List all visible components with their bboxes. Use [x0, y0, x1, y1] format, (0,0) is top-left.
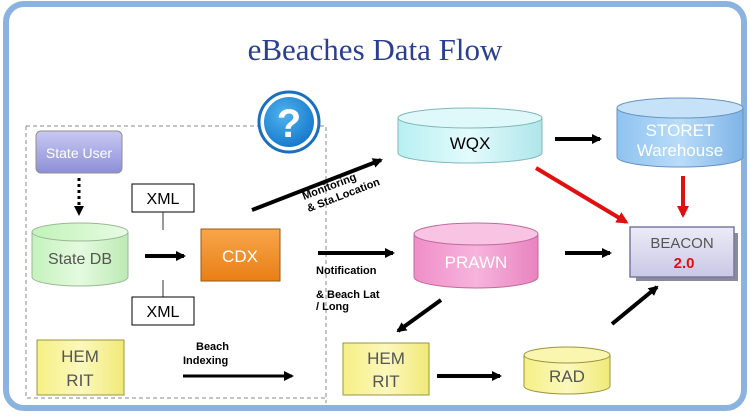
svg-text:XML: XML: [147, 304, 180, 321]
wqx-node: WQX: [397, 107, 543, 164]
svg-text:State DB: State DB: [48, 251, 112, 268]
hem-rit-center-node: HEM RIT: [342, 342, 430, 396]
svg-text:RIT: RIT: [372, 372, 399, 391]
svg-text:PRAWN: PRAWN: [445, 253, 508, 272]
rad-node: RAD: [523, 346, 611, 395]
storet-warehouse-node: STORET Warehouse: [616, 97, 744, 168]
svg-text:STORET: STORET: [646, 121, 715, 140]
beach-indexing-label-1: Beach: [196, 341, 229, 353]
arrow-rad-to-beacon: [610, 285, 659, 326]
svg-text:WQX: WQX: [450, 134, 491, 153]
beacon-node: BEACON 2.0: [629, 226, 738, 281]
diagram-title: eBeaches Data Flow: [248, 32, 503, 67]
svg-text:HEM: HEM: [61, 347, 99, 366]
state-user-node: State User: [35, 130, 123, 174]
svg-text:XML: XML: [147, 191, 180, 208]
arrow-cdx-to-wqx: [251, 158, 383, 212]
svg-text:State User: State User: [46, 145, 112, 161]
state-db-node: State DB: [31, 222, 129, 287]
notification-label-3: / Long: [316, 301, 349, 313]
arrow-prawn-to-hem-rit: [396, 298, 443, 333]
svg-text:RIT: RIT: [66, 371, 93, 390]
help-icon[interactable]: ?: [257, 90, 321, 154]
beach-indexing-label-2: Indexing: [183, 355, 228, 367]
cdx-node: CDX: [200, 228, 281, 282]
arrow-wqx-to-beacon: [534, 166, 629, 224]
svg-text:2.0: 2.0: [674, 255, 695, 272]
state-boundary-lower: [25, 126, 326, 399]
xml-top-box: XML: [131, 183, 195, 213]
svg-text:Warehouse: Warehouse: [637, 141, 723, 160]
svg-text:HEM: HEM: [367, 349, 405, 368]
prawn-node: PRAWN: [413, 222, 539, 289]
hem-rit-left-node: HEM RIT: [36, 339, 125, 396]
notification-label-1: Notification: [316, 265, 377, 277]
xml-bottom-box: XML: [131, 296, 195, 326]
svg-text:BEACON: BEACON: [650, 235, 713, 252]
notification-label-2: & Beach Lat: [316, 289, 380, 301]
state-boundary: [26, 125, 327, 403]
svg-text:CDX: CDX: [222, 247, 258, 266]
svg-text:RAD: RAD: [549, 367, 585, 386]
svg-text:?: ?: [277, 102, 301, 146]
